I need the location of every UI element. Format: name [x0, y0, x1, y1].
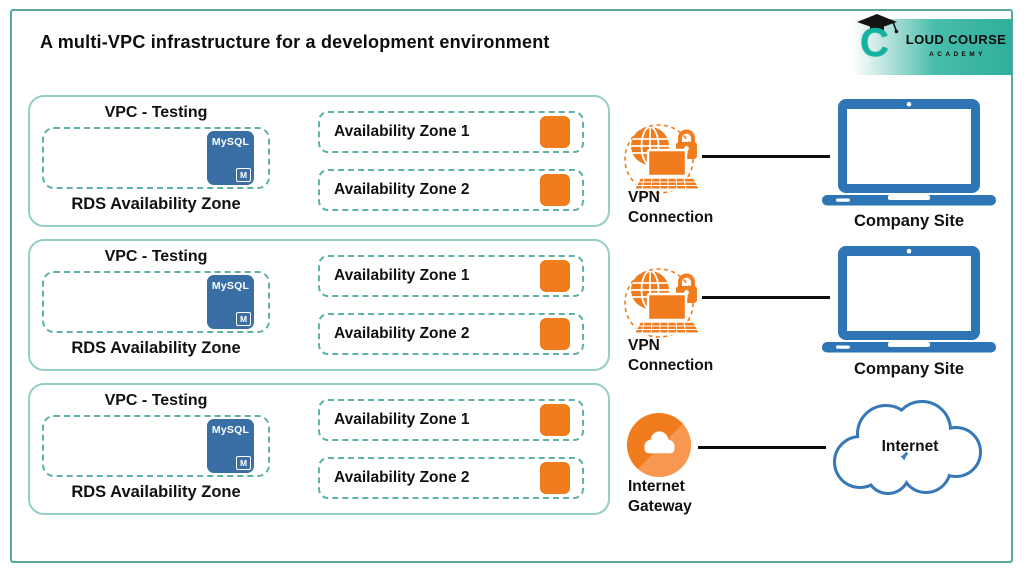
- availability-zone-label: Availability Zone 1: [334, 123, 470, 140]
- subnet-square-icon: [540, 174, 570, 206]
- subnet-square-icon: [540, 462, 570, 494]
- logo-subtitle: ACADEMY: [929, 51, 986, 58]
- mysql-label: MySQL: [211, 280, 250, 292]
- vpc-block-1: VPC - Testing MySQL M RDS Availability Z…: [28, 95, 610, 227]
- availability-zone-box: Availability Zone 1: [318, 111, 584, 153]
- availability-zone-box: Availability Zone 2: [318, 313, 584, 355]
- rds-zone-label: RDS Availability Zone: [71, 483, 241, 501]
- availability-zone-box: Availability Zone 1: [318, 255, 584, 297]
- outer-frame: [10, 9, 1013, 563]
- rds-zone-box: MySQL M: [42, 127, 270, 189]
- subnet-square-icon: [540, 318, 570, 350]
- graduation-cap-icon: [857, 14, 899, 34]
- vpn-connection-icon: [624, 124, 702, 194]
- internet-gateway-label: Internet Gateway: [628, 478, 692, 515]
- subnet-square-icon: [540, 260, 570, 292]
- logo-name: LOUD COURSE: [905, 32, 1007, 47]
- mysql-label: MySQL: [211, 424, 250, 436]
- internet-cloud-icon: [833, 400, 982, 495]
- connector-line: [702, 296, 830, 299]
- vpn-connection-label: VPN Connection: [628, 189, 714, 226]
- availability-zone-label: Availability Zone 2: [334, 181, 470, 198]
- company-site-label: Company Site: [853, 212, 965, 230]
- connector-line: [702, 155, 830, 158]
- subnet-square-icon: [540, 116, 570, 148]
- page-title: A multi-VPC infrastructure for a develop…: [40, 32, 550, 52]
- mysql-rds-icon: MySQL M: [207, 419, 254, 473]
- vpc-block-2: VPC - Testing MySQL M RDS Availability Z…: [28, 239, 610, 371]
- availability-zone-label: Availability Zone 2: [334, 469, 470, 486]
- availability-zone-box: Availability Zone 2: [318, 457, 584, 499]
- rds-zone-box: MySQL M: [42, 271, 270, 333]
- mysql-rds-icon: MySQL M: [207, 275, 254, 329]
- laptop-icon: [822, 99, 996, 206]
- connector-line: [698, 446, 826, 449]
- logo-cloud-course-academy: C LOUD COURSE ACADEMY: [852, 14, 1012, 75]
- internet-gateway-icon: [626, 412, 692, 478]
- availability-zone-label: Availability Zone 1: [334, 267, 470, 284]
- mysql-label: MySQL: [211, 136, 250, 148]
- company-site-label: Company Site: [853, 360, 965, 378]
- vpn-connection-label: VPN Connection: [628, 337, 714, 374]
- rds-zone-box: MySQL M: [42, 415, 270, 477]
- vpc-title: VPC - Testing: [104, 248, 208, 265]
- rds-zone-label: RDS Availability Zone: [71, 339, 241, 357]
- subnet-square-icon: [540, 404, 570, 436]
- vpc-title: VPC - Testing: [104, 392, 208, 409]
- logo-initial: C: [860, 21, 889, 65]
- internet-cloud-label: Internet: [881, 438, 939, 455]
- laptop-icon: [822, 246, 996, 353]
- availability-zone-label: Availability Zone 1: [334, 411, 470, 428]
- mysql-instance-badge: M: [236, 456, 251, 470]
- mysql-instance-badge: M: [236, 312, 251, 326]
- vpc-title: VPC - Testing: [104, 104, 208, 121]
- availability-zone-box: Availability Zone 2: [318, 169, 584, 211]
- mysql-instance-badge: M: [236, 168, 251, 182]
- vpc-block-3: VPC - Testing MySQL M RDS Availability Z…: [28, 383, 610, 515]
- availability-zone-label: Availability Zone 2: [334, 325, 470, 342]
- vpn-connection-icon: [624, 268, 702, 338]
- rds-zone-label: RDS Availability Zone: [71, 195, 241, 213]
- availability-zone-box: Availability Zone 1: [318, 399, 584, 441]
- mysql-rds-icon: MySQL M: [207, 131, 254, 185]
